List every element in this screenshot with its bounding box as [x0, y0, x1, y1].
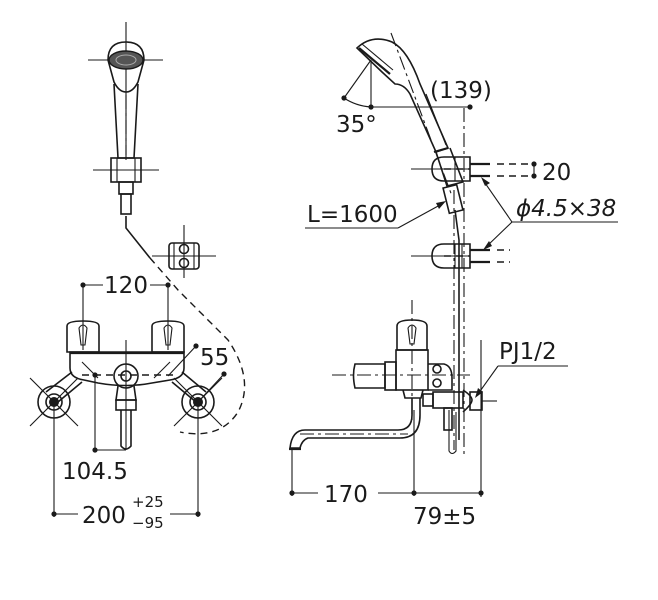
- dimension-spout-offset: 104.5: [62, 372, 128, 485]
- dimension-screw-spec: ϕ4.5×38: [481, 177, 618, 250]
- label-inlet-spacing: 200: [82, 503, 126, 529]
- label-inlet-tol-plus: +25: [132, 493, 164, 511]
- dimension-shower-reach: (139): [371, 78, 492, 110]
- label-swing-radius: 55: [200, 345, 229, 371]
- label-shower-angle: 35°: [336, 112, 377, 138]
- dimension-inlet-spacing: 200 +25 −95: [51, 402, 201, 532]
- spout-front-icon: [113, 340, 139, 450]
- dimension-shower-angle: 35°: [336, 59, 377, 138]
- front-view: 120: [29, 22, 246, 532]
- label-spout-reach: 170: [324, 482, 368, 508]
- cold-handle-icon: [151, 320, 185, 353]
- label-screw-spec: ϕ4.5×38: [516, 196, 616, 222]
- dimension-wall-offset: 79±5: [413, 490, 484, 530]
- label-wall-offset: 79±5: [413, 504, 476, 530]
- label-bracket-pitch: 20: [542, 160, 571, 186]
- label-handle-spacing: 120: [104, 273, 148, 299]
- dimension-thread-spec: PJ1/2: [475, 339, 568, 398]
- dimension-swing-radius: 55: [167, 343, 229, 403]
- label-inlet-tol-minus: −95: [132, 514, 164, 532]
- dimension-handle-spacing: 120: [80, 273, 171, 350]
- side-view: 35° (139) 20: [289, 32, 618, 530]
- label-thread-spec: PJ1/2: [499, 339, 557, 365]
- label-shower-reach: (139): [430, 78, 492, 104]
- spout-side-icon: [289, 398, 421, 451]
- dimension-spout-reach: 170: [289, 410, 417, 508]
- dimension-hose-length: L=1600: [305, 201, 446, 229]
- wall-bracket-icon: [152, 225, 216, 278]
- upper-bracket-icon: [411, 156, 534, 182]
- dimension-bracket-pitch: 20: [531, 160, 571, 186]
- label-spout-offset: 104.5: [62, 459, 128, 485]
- hot-handle-icon: [66, 320, 100, 353]
- label-hose-length: L=1600: [307, 202, 398, 228]
- hand-shower-icon: [88, 22, 163, 215]
- lower-bracket-icon: [411, 243, 510, 269]
